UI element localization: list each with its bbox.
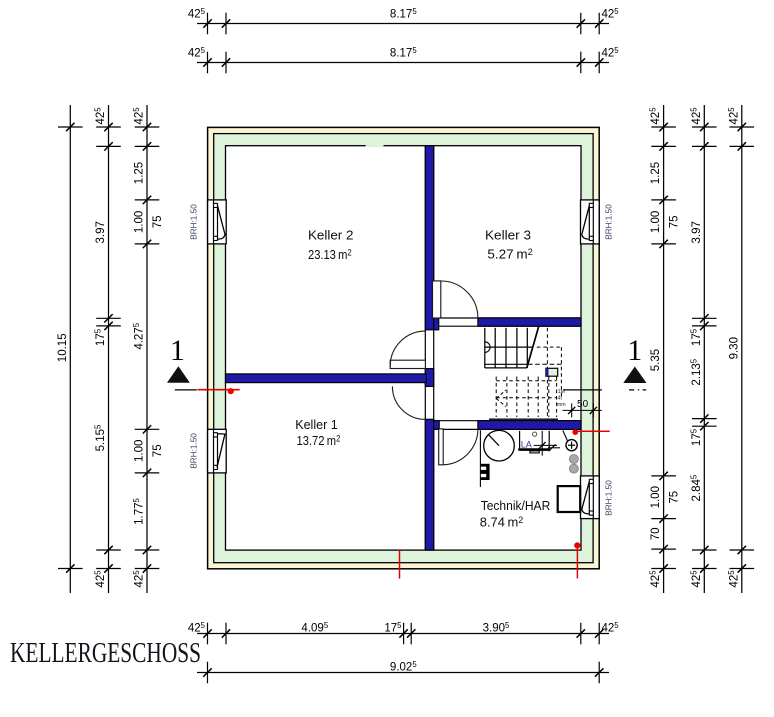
svg-text:KELLERGESCHOSS: KELLERGESCHOSS [10,638,201,669]
svg-text:1.25: 1.25 [650,162,662,184]
svg-text:BRH:1.50: BRH:1.50 [189,204,198,240]
svg-text:9.025: 9.025 [390,660,417,673]
svg-text:4t: 4t [558,395,563,401]
svg-text:425: 425 [649,570,662,588]
svg-text:425: 425 [602,621,620,634]
svg-text:3.97: 3.97 [95,221,107,243]
svg-text:5.155: 5.155 [94,424,107,451]
svg-text:Keller 3: Keller 3 [485,227,531,242]
svg-text:425: 425 [188,46,206,59]
svg-text:23.13 m2: 23.13 m2 [308,247,352,262]
svg-text:425: 425 [602,7,620,20]
svg-text:425: 425 [188,621,206,634]
svg-text:70: 70 [650,527,662,540]
svg-text:3.97: 3.97 [691,221,703,243]
svg-text:425: 425 [132,570,145,588]
svg-text:425: 425 [689,107,702,125]
svg-text:4.275: 4.275 [132,322,145,349]
svg-text:425: 425 [94,570,107,588]
svg-text:BRH:1.50: BRH:1.50 [604,204,613,240]
svg-text:425: 425 [602,46,620,59]
svg-text:13.72 m2: 13.72 m2 [297,433,341,448]
svg-text:10.15: 10.15 [57,333,69,362]
svg-text:8.175: 8.175 [390,7,417,20]
svg-text:5.35: 5.35 [650,349,662,371]
svg-text:1: 1 [170,334,185,367]
svg-text:1.00: 1.00 [134,440,146,462]
svg-text:425: 425 [727,107,740,125]
svg-text:Technik/HAR: Technik/HAR [481,498,551,513]
svg-text:9.30: 9.30 [728,337,740,359]
svg-text:5.27 m2: 5.27 m2 [487,247,532,262]
svg-text:2.845: 2.845 [689,474,702,501]
svg-text:1.775: 1.775 [132,497,145,524]
svg-text:8.74 m2: 8.74 m2 [480,515,523,530]
svg-text:50: 50 [577,399,589,410]
svg-text:425: 425 [727,570,740,588]
svg-text:75: 75 [152,444,164,457]
svg-text:1.25: 1.25 [134,162,146,184]
svg-text:mm: mm [557,402,566,408]
svg-text:1M: 1M [558,389,565,395]
svg-text:BRH:1.50: BRH:1.50 [604,480,613,516]
svg-text:425: 425 [649,107,662,125]
svg-text:425: 425 [188,7,206,20]
svg-text:425: 425 [94,107,107,125]
svg-text:425: 425 [689,570,702,588]
svg-text:Keller 2: Keller 2 [308,227,353,242]
svg-text:175: 175 [94,328,107,346]
svg-text:4.095: 4.095 [301,621,328,634]
svg-text:LA: LA [521,439,533,449]
svg-text:175: 175 [689,428,702,446]
svg-text:1.00: 1.00 [650,486,662,508]
svg-text:8.175: 8.175 [390,46,417,59]
svg-text:175: 175 [689,328,702,346]
svg-text:425: 425 [132,107,145,125]
svg-text:2.135: 2.135 [689,358,702,385]
svg-text:175: 175 [384,621,402,634]
svg-text:3.905: 3.905 [483,621,510,634]
svg-text:75: 75 [669,491,681,504]
svg-text:75: 75 [152,216,164,229]
svg-text:75: 75 [669,216,681,229]
svg-text:Keller 1: Keller 1 [295,417,338,432]
svg-text:1.00: 1.00 [134,211,146,233]
svg-text:BRH:1.50: BRH:1.50 [189,433,198,469]
svg-text:1: 1 [627,334,642,367]
svg-text:1.00: 1.00 [650,211,662,233]
